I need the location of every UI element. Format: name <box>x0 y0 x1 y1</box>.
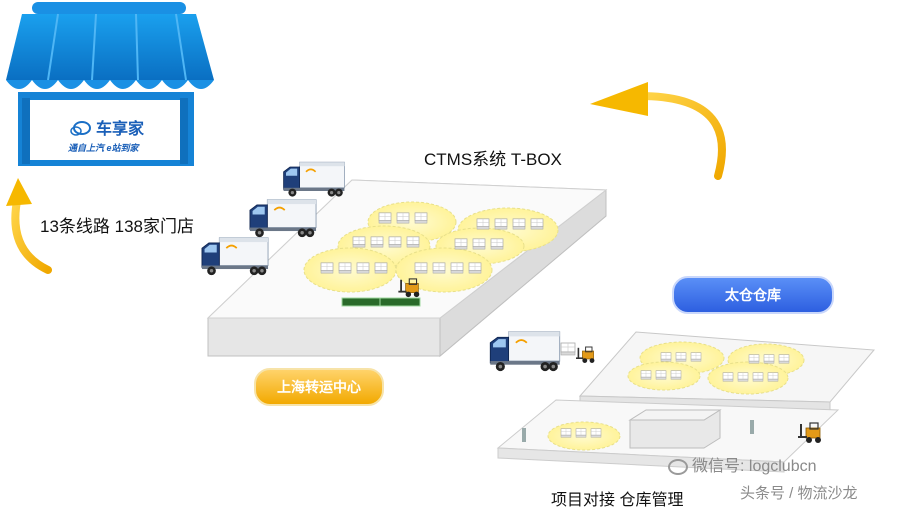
store-brand-name: 车享家 <box>96 119 145 138</box>
taicang-warehouse <box>496 331 876 473</box>
project-docking-label: 项目对接 仓库管理 <box>551 492 684 509</box>
wechat-watermark: 微信号: logclubcn <box>668 452 817 476</box>
store-illustration: 车享家 通自上汽 e站到家 <box>6 2 214 166</box>
cycle-arrow-left <box>6 178 52 274</box>
truck-4 <box>489 330 561 372</box>
shanghai-center-badge: 上海转运中心 <box>254 368 384 406</box>
truck-2 <box>249 198 317 238</box>
routes-stores-label: 13条线路 138家门店 <box>40 217 194 236</box>
truck-1 <box>282 161 346 198</box>
wechat-id: 微信号: logclubcn <box>692 458 817 475</box>
cycle-arrow-top <box>590 82 726 180</box>
wechat-icon <box>668 458 688 475</box>
store-slogan: 通自上汽 e站到家 <box>68 143 141 153</box>
taicang-warehouse-badge: 太仓仓库 <box>672 276 834 314</box>
ctms-tbox-label: CTMS系统 T-BOX <box>424 150 562 169</box>
toutiao-watermark: 头条号 / 物流沙龙 <box>740 485 858 502</box>
truck-3 <box>201 236 269 276</box>
